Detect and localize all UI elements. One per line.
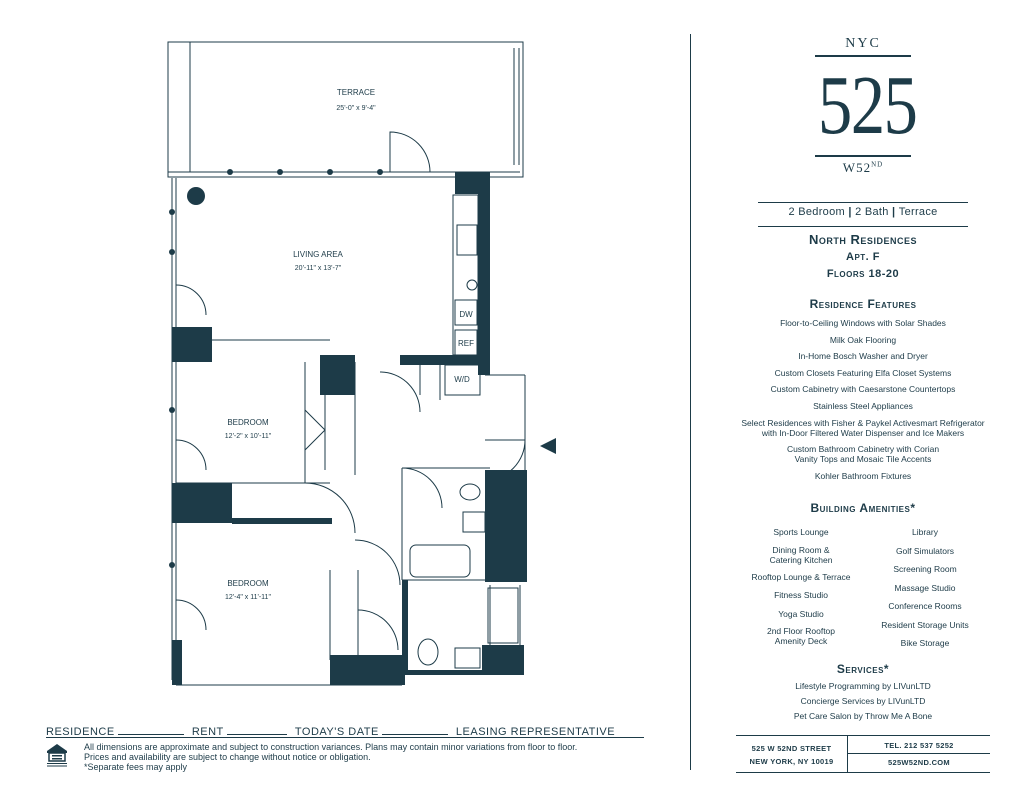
list-item: In-Home Bosch Washer and Dryer [798, 351, 928, 362]
bedroom2-dims: 12'-4" x 11'-11" [225, 594, 271, 601]
brand-logo: NYC 525 W52ND [808, 36, 918, 176]
terrace-dims: 25'-0" x 9'-4" [336, 105, 376, 112]
list-item: Select Residences with Fisher & Paykel A… [741, 417, 985, 428]
living-dims: 20'-11" x 13'-7" [295, 265, 342, 272]
logo-city: NYC [845, 36, 881, 51]
list-item: Floor-to-Ceiling Windows with Solar Shad… [780, 318, 946, 328]
list-item: Custom Bathroom Cabinetry with Corian [786, 444, 940, 455]
bedroom1-dims: 12'-2" x 10'-11" [225, 433, 272, 440]
list-item: Concierge Services by LIVunLTD [800, 696, 926, 706]
list-item: Golf Simulators [895, 545, 955, 556]
dw-label: DW [459, 310, 473, 319]
list-item: Screening Room [893, 564, 957, 575]
list-item: with In-Door Filtered Water Dispenser an… [761, 427, 965, 438]
amenities-left: Sports Lounge Dining Room &Catering Kitc… [740, 523, 862, 649]
list-item: Lifestyle Programming by LIVunLTD [795, 681, 931, 691]
list-item: Yoga Studio [778, 608, 824, 619]
list-item: Rooftop Lounge & Terrace [751, 571, 851, 582]
terrace-door [389, 131, 431, 173]
contact-box: 525 W 52ND STREET NEW YORK, NY 10019 TEL… [736, 735, 990, 773]
rep-field-label: LEASING REPRESENTATIVE [455, 726, 616, 738]
list-item: Conference Rooms [888, 601, 962, 612]
floors: Floors 18-20 [826, 268, 900, 280]
residence-field[interactable] [118, 725, 185, 735]
list-item: Dining Room &Catering Kitchen [769, 544, 833, 565]
list-item: Vanity Tops and Mosaic Tile Accents [794, 454, 932, 465]
terrace-label: TERRACE [337, 88, 375, 97]
floor-plan: TERRACE 25'-0" x 9'-4" LIVING AREA 20'-1… [167, 41, 556, 686]
list-item: Bike Storage [900, 638, 950, 649]
vertical-divider [690, 34, 691, 770]
logo-street: W52ND [842, 160, 884, 175]
address-line2: NEW YORK, NY 10019 [749, 757, 834, 766]
entry-arrow-icon [540, 438, 556, 454]
phone: TEL. 212 537 5252 [884, 741, 954, 750]
list-item: Kohler Bathroom Fixtures [814, 470, 912, 481]
rent-field[interactable] [227, 725, 288, 735]
leasing-form: RESIDENCE RENT TODAY'S DATE LEASING REPR… [46, 725, 646, 738]
terrace-outline [167, 41, 524, 178]
services-list: Lifestyle Programming by LIVunLTD Concie… [736, 679, 990, 724]
features-heading: Residence Features [809, 297, 917, 311]
list-item: Custom Cabinetry with Caesarstone Counte… [770, 384, 956, 395]
apartment-number: Apt. F [846, 251, 880, 263]
wd-label: W/D [454, 375, 470, 384]
list-item: Milk Oak Flooring [829, 334, 897, 345]
date-field-label: TODAY'S DATE [294, 726, 379, 738]
ref-label: REF [458, 339, 474, 348]
list-item: Pet Care Salon by Throw Me A Bone [793, 711, 933, 721]
address-line1: 525 W 52ND STREET [751, 744, 832, 753]
column [187, 187, 205, 205]
list-item: Custom Closets Featuring Elfa Closet Sys… [774, 367, 952, 378]
list-item: Stainless Steel Appliances [813, 400, 913, 411]
bedroom1-label: BEDROOM [227, 418, 269, 427]
list-item: Fitness Studio [774, 590, 828, 601]
residence-name: North Residences [809, 232, 917, 247]
list-item: Massage Studio [894, 582, 956, 593]
disclaimer: All dimensions are approximate and subje… [84, 742, 578, 772]
logo-number: 525 [817, 59, 918, 152]
features-list: Floor-to-Ceiling Windows with Solar Shad… [736, 318, 990, 487]
list-item: Resident Storage Units [881, 619, 969, 630]
equal-housing-icon [47, 744, 67, 767]
website-link[interactable]: 525W52ND.COM [888, 758, 950, 767]
bedroom2-label: BEDROOM [227, 579, 269, 588]
amenities-heading: Building Amenities* [810, 501, 916, 515]
services-heading: Services* [836, 662, 890, 676]
unit-summary: 2 Bedroom | 2 Bath | Terrace [788, 206, 938, 218]
rent-field-label: RENT [191, 726, 224, 738]
list-item: Library [912, 527, 938, 538]
living-label: LIVING AREA [293, 250, 343, 259]
amenities-right: Library Golf Simulators Screening Room M… [866, 523, 984, 653]
date-field[interactable] [382, 725, 449, 735]
residence-field-label: RESIDENCE [46, 726, 115, 738]
list-item: Sports Lounge [773, 527, 829, 538]
